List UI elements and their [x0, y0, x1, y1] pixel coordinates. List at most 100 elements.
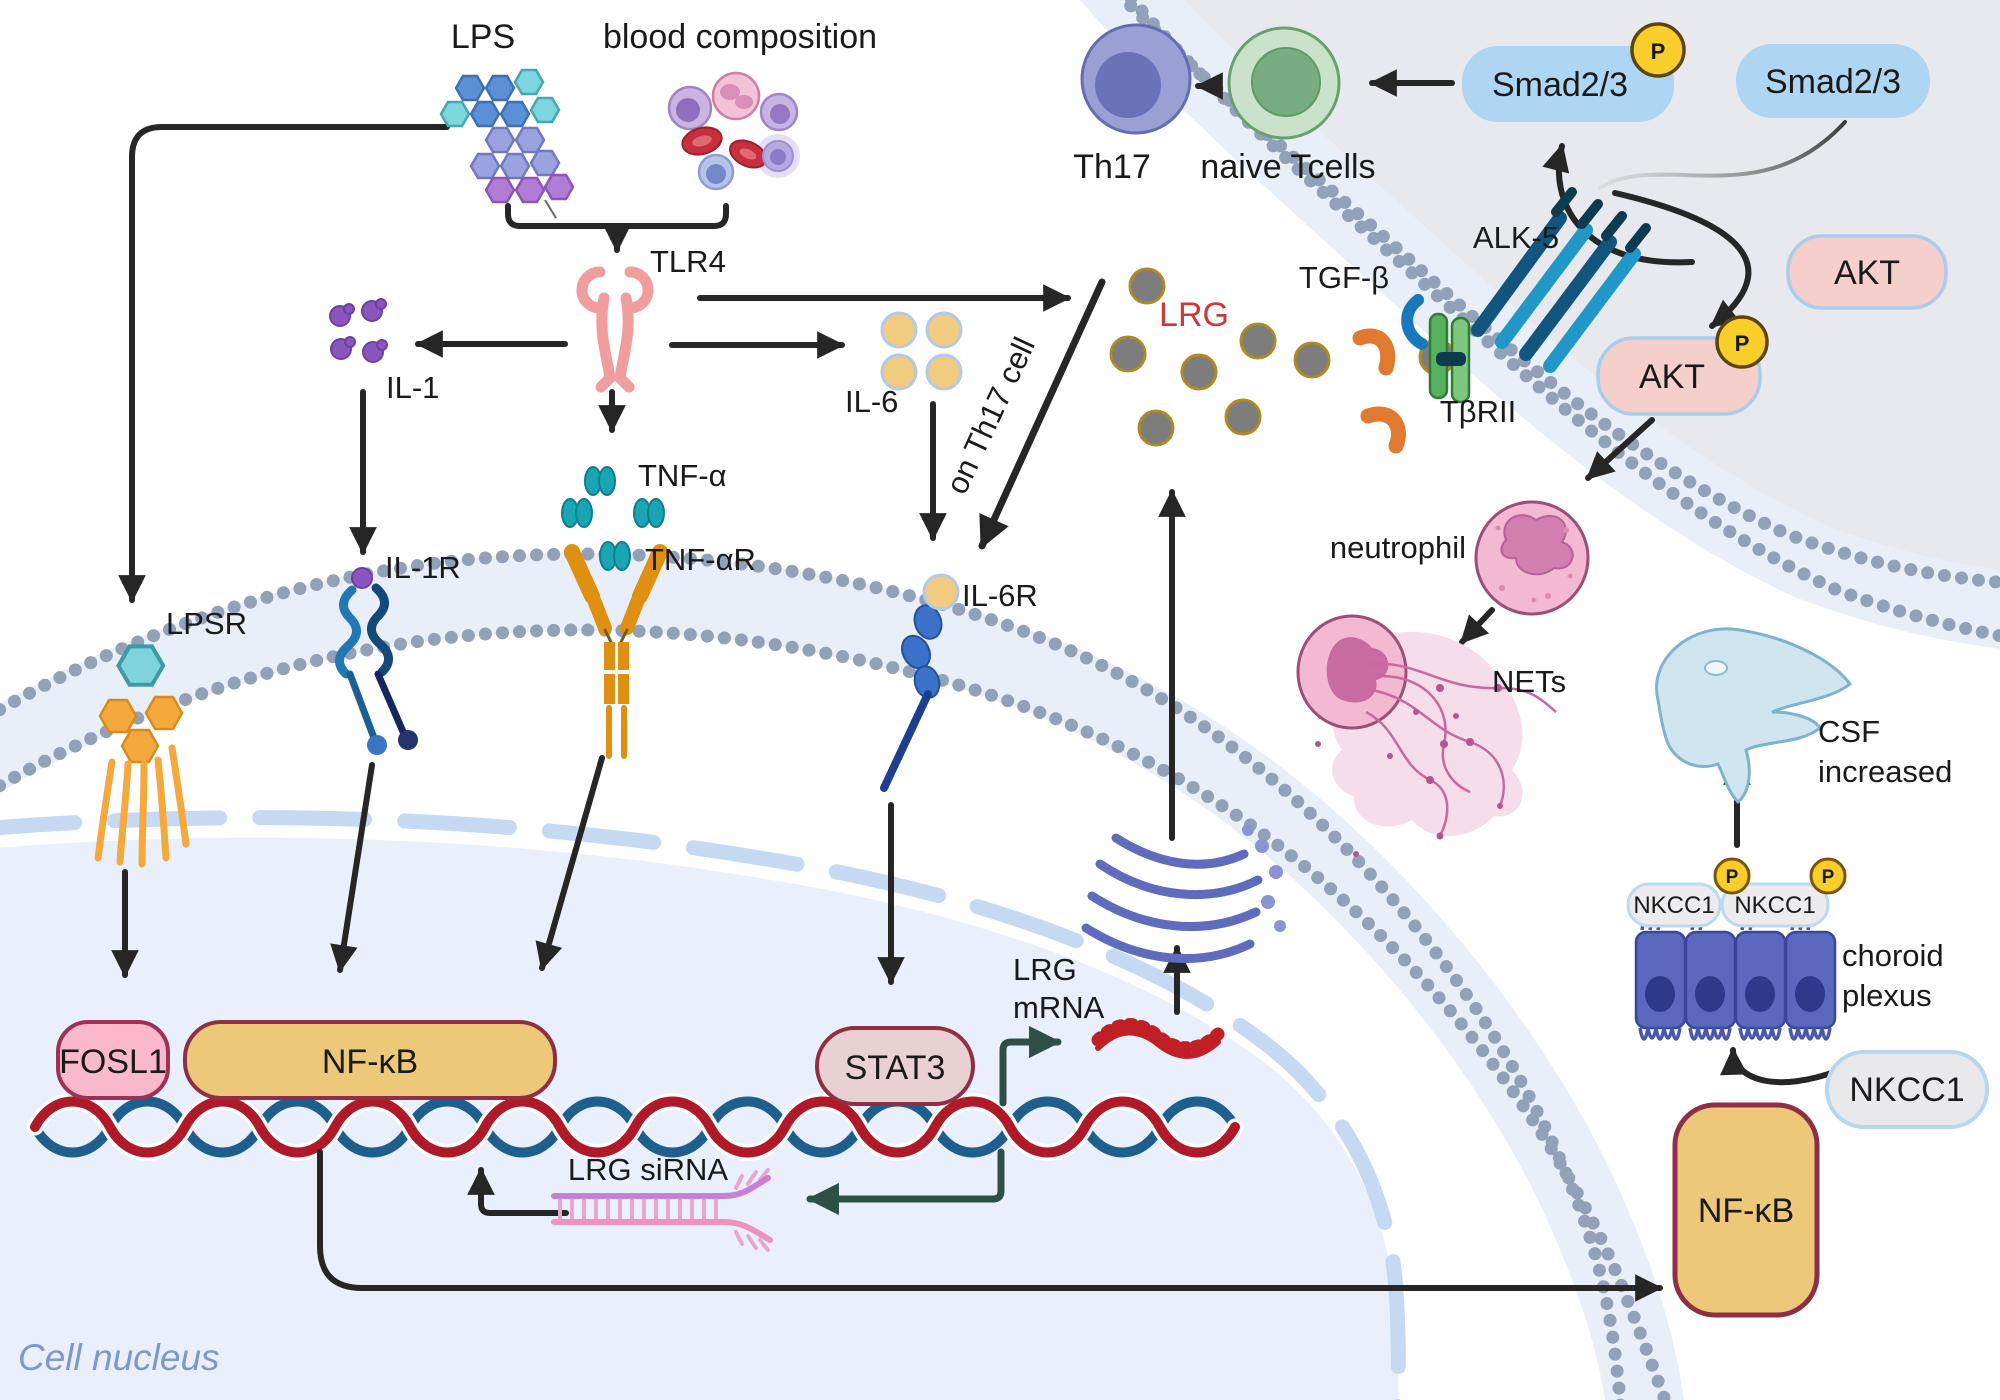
tlr4-label: TLR4	[650, 244, 726, 279]
teal-arrows	[806, 1025, 1062, 1216]
akt-box	[1786, 234, 1948, 310]
il6-bound-ligand	[922, 573, 960, 611]
stat3-box	[815, 1026, 975, 1106]
alk5-label: ALK-5	[1473, 220, 1559, 255]
arrow-lps-to-lpsr	[118, 124, 450, 603]
lrg-sirna-icon	[551, 1168, 773, 1252]
membrane-outer-dots	[0, 547, 1627, 1400]
nkcc1-pill-2-label: NKCC1	[1734, 892, 1815, 919]
phospho-badge-choroid-1	[1713, 857, 1751, 895]
il6r-label: IL-6R	[962, 578, 1038, 613]
nkcc1-box	[1825, 1050, 1989, 1129]
granules	[1495, 525, 1573, 603]
nkcc1-pill-1-label: NKCC1	[1633, 892, 1714, 919]
il6-ligand-icon	[880, 311, 963, 391]
blood-composition-label: blood composition	[603, 18, 877, 56]
il1-ligand-icon	[329, 298, 388, 363]
lrg-mrna-label-line2: mRNA	[1013, 990, 1105, 1025]
il1-bound-ligand	[351, 567, 373, 589]
smad23-box	[1736, 44, 1930, 118]
main-cell-membrane	[0, 547, 1685, 1400]
cilia-bottom	[1638, 1027, 1832, 1041]
il1r-receptor-icon	[335, 567, 418, 755]
arrow-neutrophil-to-nets	[1459, 607, 1495, 645]
nets-icon	[1296, 614, 1557, 857]
lrg-mrna-label-line1: LRG	[1013, 952, 1077, 987]
transcription-factors: FOSL1 NF-κB STAT3	[56, 1020, 975, 1106]
cell-nucleus-label: Cell nucleus	[18, 1337, 220, 1378]
il6r-receptor-icon	[880, 573, 960, 792]
csf-label-line2: increased	[1818, 754, 1952, 789]
csf-ventricle-icon	[1655, 627, 1853, 805]
nfkb-box-label: NF-κB	[1698, 1192, 1794, 1230]
naive-tcells-label: naive Tcells	[1200, 148, 1375, 186]
th17-cell-icon	[1080, 23, 1192, 135]
lrg-particles	[1109, 267, 1456, 447]
phospho-badge-akt	[1715, 315, 1769, 369]
fosl1-box	[56, 1020, 170, 1100]
nets-label: NETs	[1492, 664, 1566, 699]
akt-p-box	[1596, 336, 1762, 416]
lrg-sirna-label: LRG siRNA	[568, 1152, 729, 1187]
il6-label: IL-6	[845, 384, 898, 419]
smad23-p-box	[1462, 46, 1674, 122]
arrow-akt-to-aktp	[1612, 190, 1752, 329]
nfkb-bar	[183, 1020, 557, 1100]
choroid-plexus-icon: NKCC1 NKCC1 P P	[1626, 857, 1847, 1041]
golgi-icon	[1081, 824, 1286, 963]
alk5-tbrii-receptor-icon	[1401, 187, 1651, 404]
csf-label-line1: CSF	[1818, 714, 1880, 749]
phospho-badge-choroid-2-label: P	[1822, 867, 1835, 888]
smad23-label: Smad2/3	[1765, 63, 1901, 101]
tnfar-receptor-icon	[564, 544, 668, 759]
stat3-label: STAT3	[845, 1049, 946, 1087]
lpsr-label: LPSR	[166, 606, 247, 641]
smad23-p-label: Smad2/3	[1492, 66, 1628, 104]
dna-helix	[26, 1093, 1244, 1161]
akt-p-label: AKT	[1639, 358, 1705, 396]
phospho-badge-smad	[1630, 22, 1686, 78]
th17-label: Th17	[1073, 148, 1151, 186]
akt-label: AKT	[1834, 254, 1900, 292]
nkcc1-membrane-pill-1	[1626, 882, 1722, 928]
neutrophil-icon	[1474, 500, 1590, 616]
tnf-alpha-label: TNF-α	[638, 458, 727, 493]
arrow-nkcc1-to-choroid	[1720, 1047, 1843, 1086]
arrows	[111, 69, 1847, 1302]
tgf-beta-label: TGF-β	[1299, 260, 1389, 295]
lrg-label: LRG	[1159, 296, 1229, 334]
tnf-alpha-r-label: TNF-αR	[645, 542, 756, 577]
phospho-badge-choroid-2	[1809, 857, 1847, 895]
lpsr-receptor-icon	[94, 644, 190, 868]
choroid-label-line1: choroid	[1842, 938, 1944, 973]
arrow-on-th17-cell	[978, 278, 1106, 550]
arrow-dna-to-mrna	[999, 1025, 1062, 1107]
nkcc1-membrane-pill-2	[1720, 882, 1830, 928]
arrow-aktp-to-neutrophil	[1585, 417, 1655, 481]
dna-strand-red	[30, 1096, 1240, 1158]
swoosh-smad-to-akt	[1598, 120, 1847, 190]
lps-bound-hexagon	[116, 644, 166, 687]
gray-cell-membrane-inner-dots	[1124, 0, 2000, 643]
phospho-badge-choroid-1-label: P	[1726, 867, 1739, 888]
arrow-nfkb-to-nfkb-box	[317, 1149, 1663, 1302]
naive-tcell-icon	[1227, 26, 1341, 140]
arrow-il1r-to-nfkb	[330, 762, 375, 973]
tlr4-receptor-icon	[576, 266, 654, 393]
tbrii-label: TβRII	[1440, 394, 1516, 429]
lps-label: LPS	[451, 18, 515, 56]
lps-icon	[439, 68, 575, 219]
arrow-dna-to-sirna	[806, 1148, 1005, 1216]
smad-akt-group: Smad2/3 P Smad2/3 AKT AKT P	[1462, 22, 1948, 416]
nets-strands	[1365, 662, 1557, 837]
tgf-beta-icon	[1352, 328, 1406, 454]
nfkb-bar-label: NF-κB	[322, 1043, 418, 1081]
blood-composition-icon	[667, 71, 800, 191]
arrow-tnfar-to-nfkb	[535, 755, 605, 971]
lrg-mrna-icon	[1091, 1018, 1225, 1059]
phospho-badge-smad-label: P	[1651, 39, 1666, 64]
il1-label: IL-1	[386, 370, 439, 405]
nets-dots	[1315, 684, 1503, 857]
